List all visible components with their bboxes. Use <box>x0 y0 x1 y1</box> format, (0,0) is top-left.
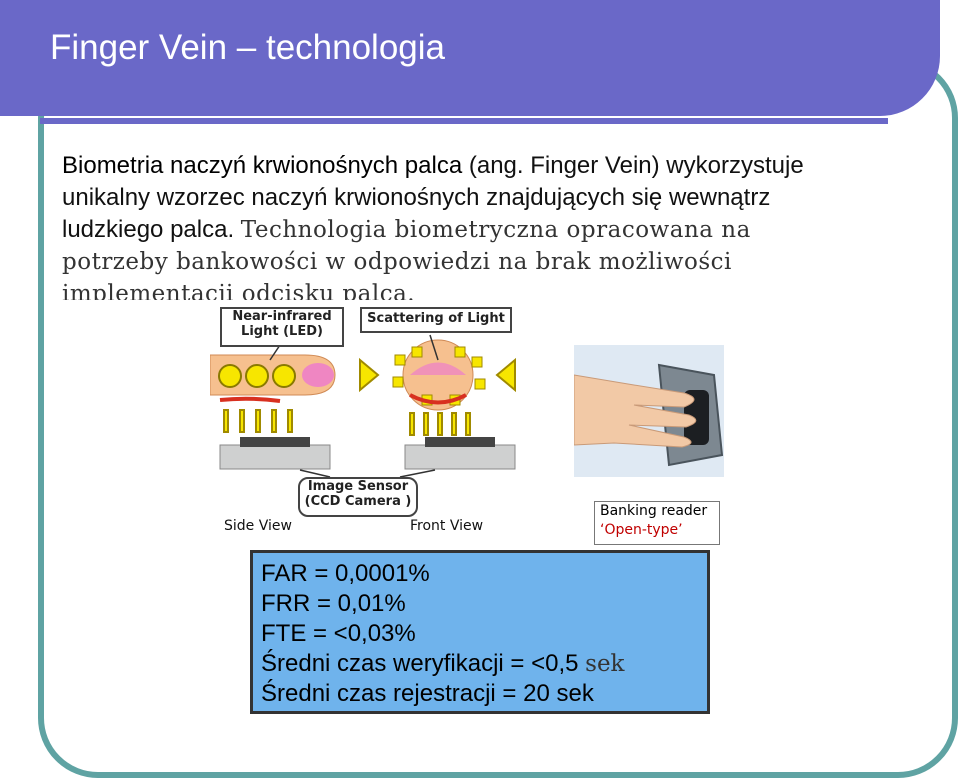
title-bar <box>0 0 940 116</box>
verification-time-unit: sek <box>585 651 625 677</box>
diagram-illustration <box>209 334 516 478</box>
side-sensor-base <box>219 444 331 470</box>
banking-reader-photo <box>574 345 724 477</box>
led-2 <box>245 364 269 388</box>
image-sensor-label-1: Image Sensor <box>307 479 409 494</box>
intro-paragraph: Biometria naczyń krwionośnych palca (ang… <box>62 150 862 300</box>
front-light-arrows <box>409 412 471 436</box>
fte-stat: FTE = <0,03% <box>261 620 416 647</box>
side-sensor <box>240 437 310 447</box>
far-stat: FAR = 0,0001% <box>261 560 430 587</box>
vein-line <box>219 396 281 403</box>
enrollment-time-stat: Średni czas rejestracji = 20 sek <box>261 680 594 707</box>
front-vein-line <box>409 393 467 405</box>
banking-reader-label: Banking reader ‘Open-type’ <box>594 501 720 545</box>
slide-title: Finger Vein – technologia <box>50 28 445 67</box>
title-underline <box>40 118 888 124</box>
led-1 <box>218 364 242 388</box>
near-ir-label-2: Light (LED) <box>241 324 323 339</box>
hand <box>574 374 697 448</box>
paragraph-serif-text: Technologia biometryczna opracowana na p… <box>62 217 751 300</box>
near-infrared-callout: Near-infrared Light (LED) <box>220 307 344 347</box>
side-view-label: Side View <box>224 518 292 534</box>
highlighted-term: Biometria naczyń krwionośnych palca <box>62 152 463 179</box>
verification-time-text: Średni czas weryfikacji = <0,5 <box>261 650 586 677</box>
image-sensor-label-2: (CCD Camera ) <box>304 494 412 509</box>
right-led <box>495 357 516 393</box>
frr-stat: FRR = 0,01% <box>261 590 406 617</box>
scattering-callout: Scattering of Light <box>360 307 512 333</box>
image-sensor-callout: Image Sensor (CCD Camera ) <box>298 477 418 517</box>
led-3 <box>272 364 296 388</box>
front-sensor-base <box>404 444 516 470</box>
finger-nail-front <box>410 362 466 375</box>
callout-line-led <box>269 344 281 361</box>
finger-vein-diagram: Near-infrared Light (LED) Scattering of … <box>209 305 550 540</box>
near-ir-label-1: Near-infrared <box>232 309 332 324</box>
callout-line-sensor-left <box>299 469 331 478</box>
reader-label-line-2: ‘Open-type’ <box>600 522 683 538</box>
front-sensor <box>425 437 495 447</box>
fingernail <box>302 363 334 387</box>
verification-time-stat: Średni czas weryfikacji = <0,5 sek <box>261 649 625 679</box>
paragraph-sans-text: (ang. Finger Vein) wykorzystuje unikalny… <box>62 152 804 243</box>
callout-line-scatter <box>429 334 439 361</box>
side-light-arrows <box>223 409 293 433</box>
front-view-label: Front View <box>410 518 484 534</box>
reader-label-line-1: Banking reader <box>600 503 708 519</box>
callout-line-sensor-right <box>399 469 436 478</box>
reader-illustration <box>574 345 724 477</box>
left-led <box>359 357 380 393</box>
statistics-box: FAR = 0,0001% FRR = 0,01% FTE = <0,03% Ś… <box>250 550 710 714</box>
